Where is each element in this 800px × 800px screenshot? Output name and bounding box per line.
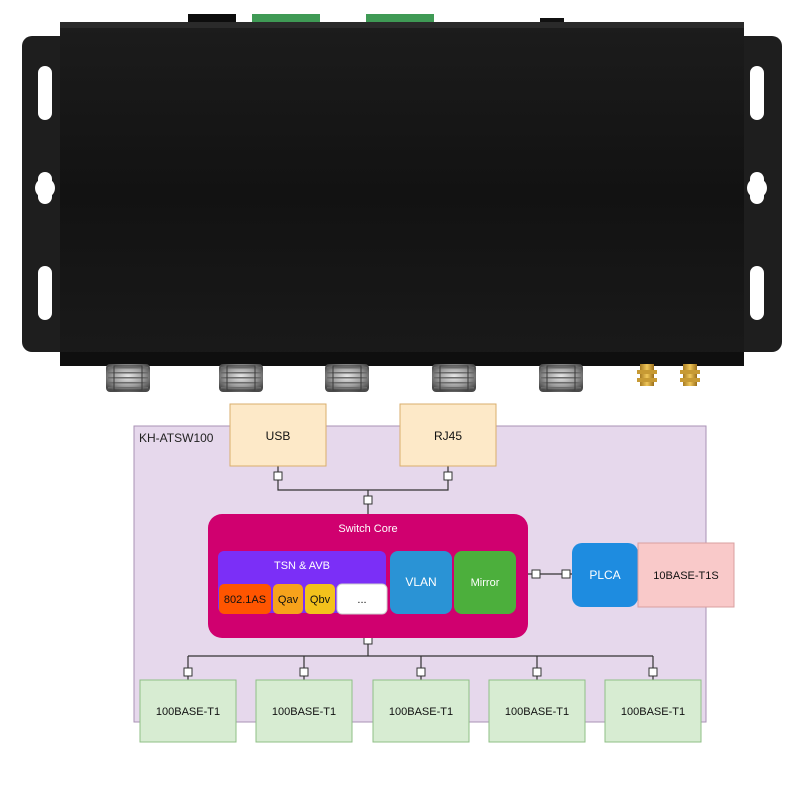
feature-more-label: ... <box>357 594 366 606</box>
m12-connector <box>106 364 150 392</box>
usb-label: USB <box>266 429 291 443</box>
feature-qav-label: Qav <box>278 594 299 606</box>
m12-connector <box>432 364 476 392</box>
t1s-label: 10BASE-T1S <box>653 570 718 582</box>
block-diagram: KH-ATSW100 <box>134 404 734 742</box>
t1-port-label: 100BASE-T1 <box>156 706 220 718</box>
t1-port-label: 100BASE-T1 <box>621 706 685 718</box>
t1-port-label: 100BASE-T1 <box>272 706 336 718</box>
mount-slot <box>38 266 52 320</box>
m12-connector <box>219 364 263 392</box>
sma-antenna-connector <box>680 364 700 386</box>
feature-8021as-label: 802.1AS <box>224 594 266 606</box>
tsn-avb-label: TSN & AVB <box>274 560 330 572</box>
t1-port-label: 100BASE-T1 <box>389 706 453 718</box>
mount-slot <box>38 66 52 120</box>
t1-port-label: 100BASE-T1 <box>505 706 569 718</box>
rj45-label: RJ45 <box>434 429 462 443</box>
device-photo <box>22 14 782 392</box>
vlan-label: VLAN <box>405 575 436 589</box>
sma-antenna-connector <box>637 364 657 386</box>
device-body <box>60 22 744 366</box>
m12-connector <box>325 364 369 392</box>
mount-slot <box>750 66 764 120</box>
plca-label: PLCA <box>589 568 620 582</box>
m12-connector <box>539 364 583 392</box>
mount-slot <box>750 266 764 320</box>
mirror-label: Mirror <box>471 577 500 589</box>
product-label: KH-ATSW100 <box>139 431 214 445</box>
feature-qbv-label: Qbv <box>310 594 331 606</box>
switch-core-label: Switch Core <box>338 523 397 535</box>
